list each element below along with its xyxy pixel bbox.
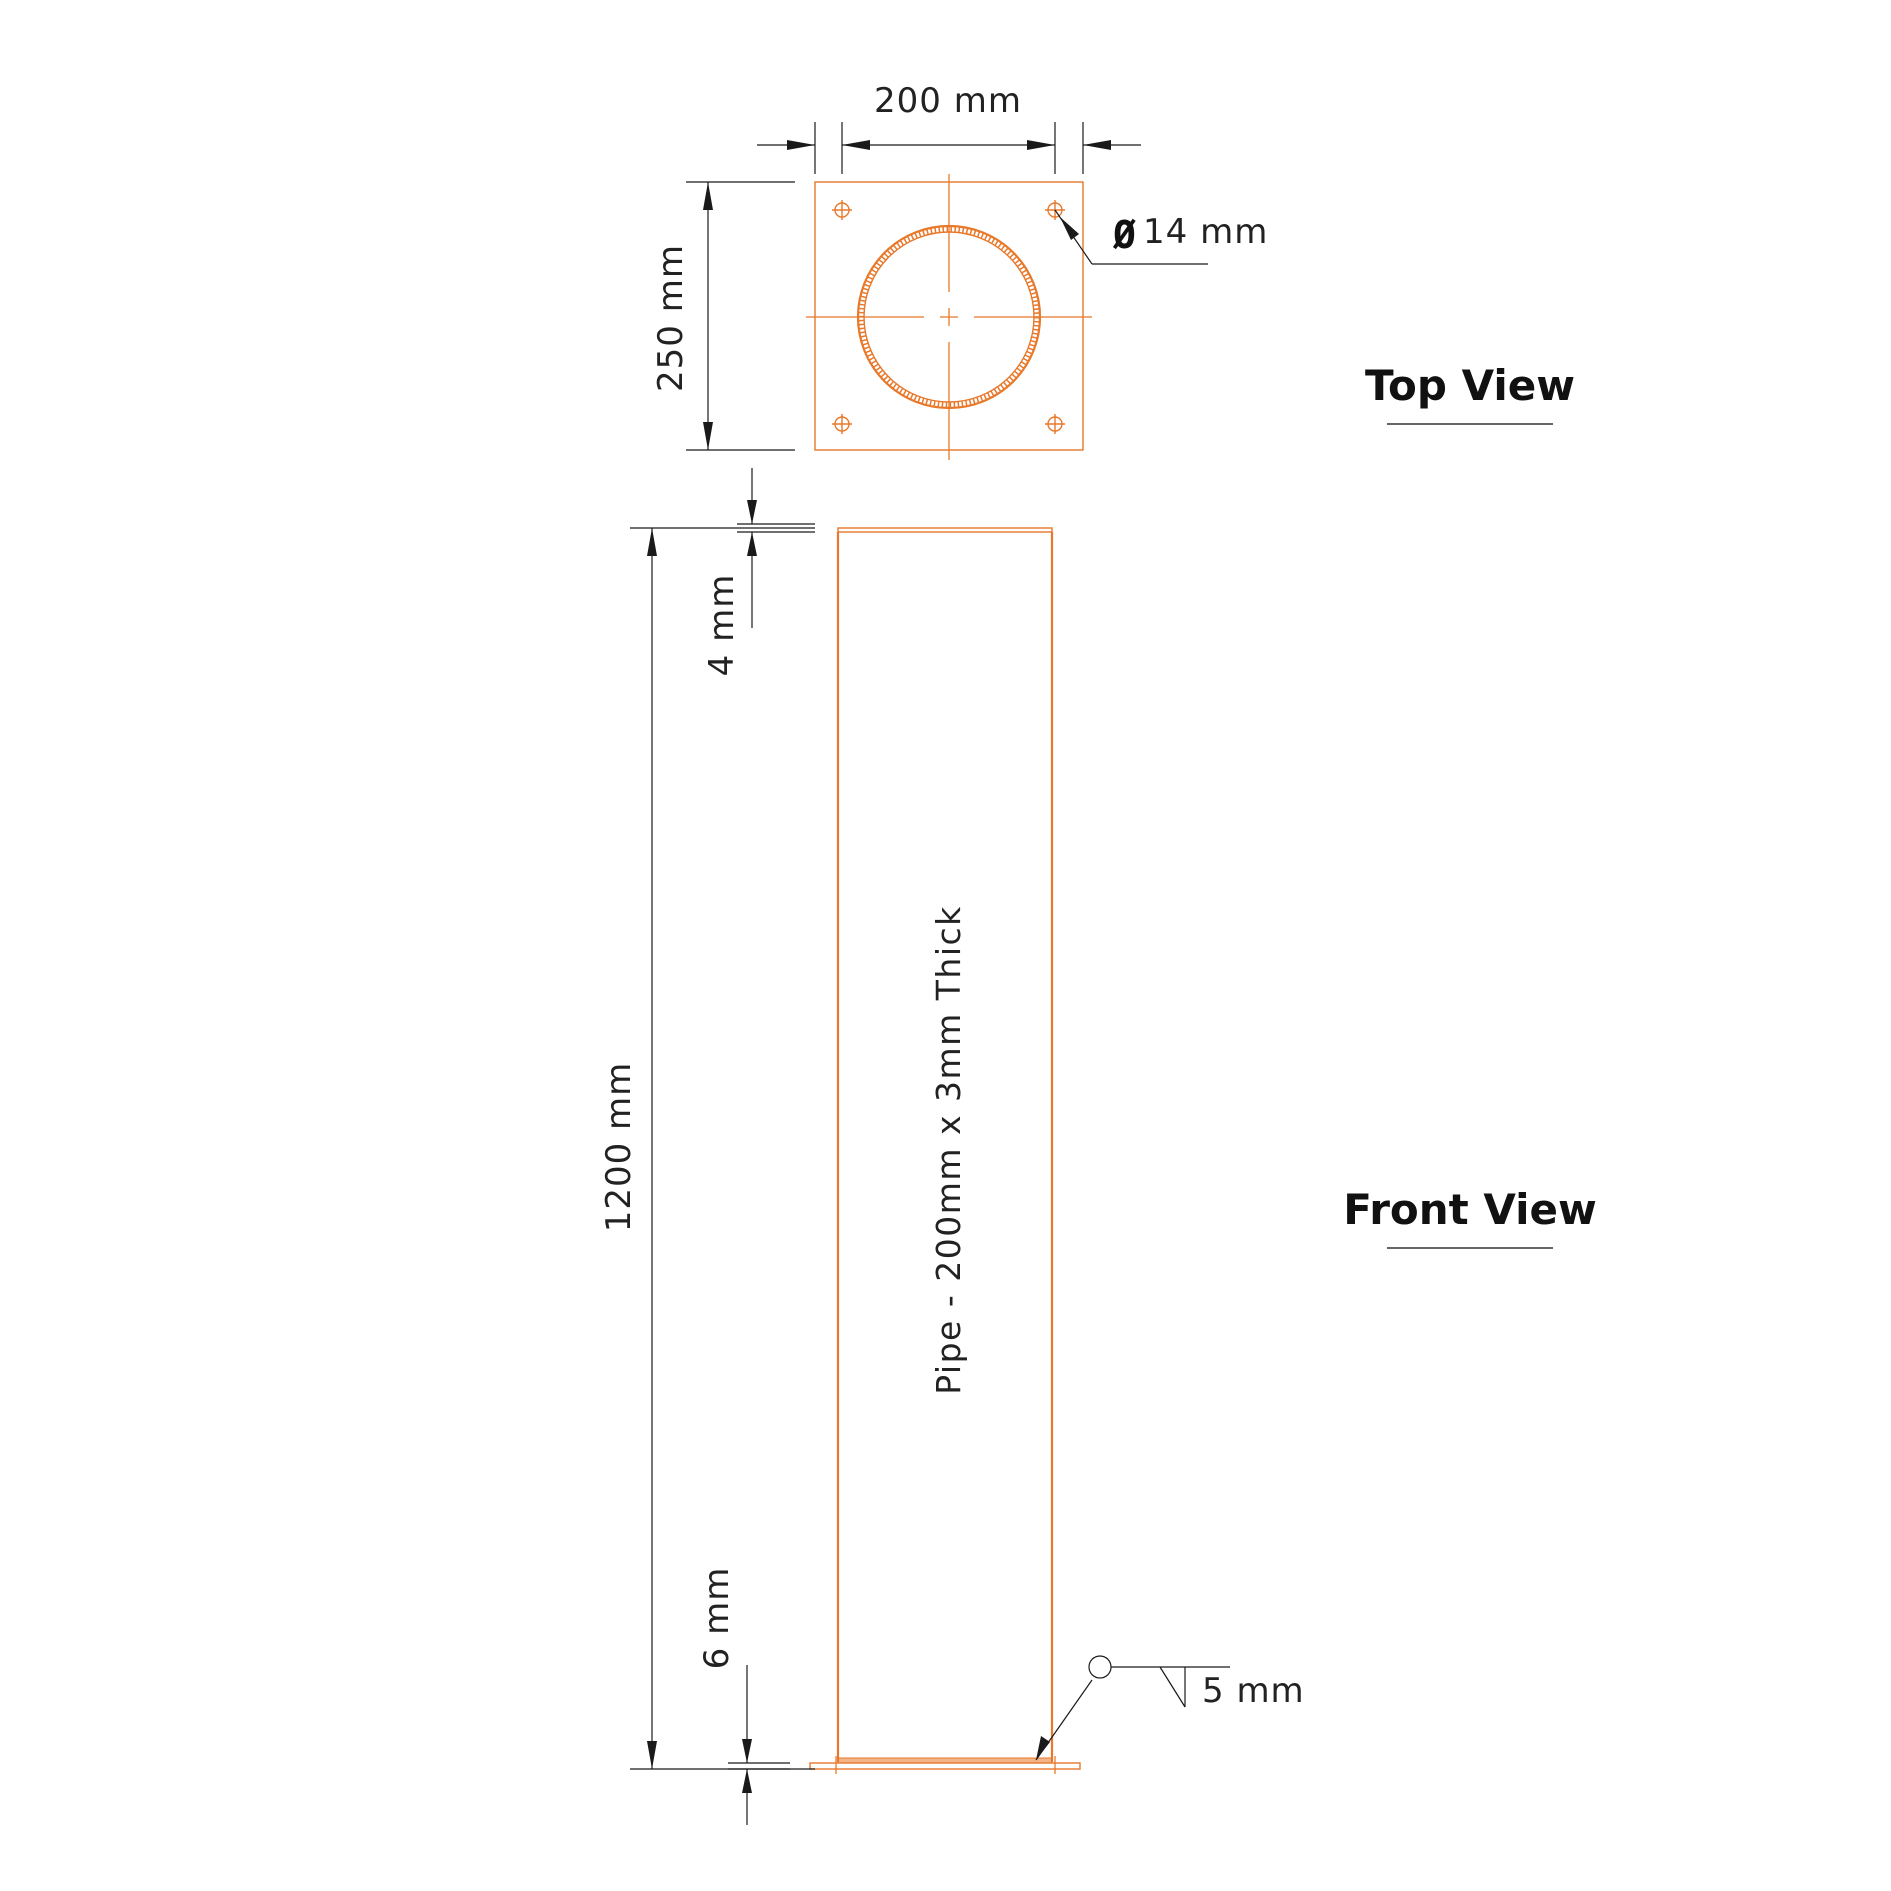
dim-base-plate-thickness: 6 mm xyxy=(697,1567,790,1825)
weld-size-label: 5 mm xyxy=(1202,1671,1305,1711)
top-view: 200 mm 250 mm Ø 14 mm Top View xyxy=(651,81,1575,460)
dim-plate-width: 200 mm xyxy=(757,81,1141,174)
weld-symbol: 5 mm xyxy=(1035,1655,1305,1761)
diameter-symbol-icon: Ø xyxy=(1112,213,1136,257)
dim-plate-height-label: 250 mm xyxy=(651,244,691,392)
pipe-spec-note: Pipe - 200mm x 3mm Thick xyxy=(929,905,968,1395)
dim-hole-diameter: Ø 14 mm xyxy=(1054,209,1268,265)
dim-pipe-length: 1200 mm xyxy=(599,527,815,1770)
front-weld xyxy=(837,1757,1053,1764)
bolt-hole-bottom-left xyxy=(832,414,852,434)
dim-top-plate-thickness: 4 mm xyxy=(702,468,815,676)
dim-top-plate-thickness-label: 4 mm xyxy=(702,574,742,677)
bolt-hole-bottom-right xyxy=(1045,414,1065,434)
dim-pipe-length-label: 1200 mm xyxy=(599,1062,639,1233)
front-view: Pipe - 200mm x 3mm Thick 1200 mm 4 mm xyxy=(599,468,1597,1825)
dim-plate-height: 250 mm xyxy=(651,181,795,451)
dim-hole-diameter-label: 14 mm xyxy=(1143,212,1268,252)
front-base-plate xyxy=(809,1762,1081,1770)
front-view-title: Front View xyxy=(1343,1185,1597,1234)
dim-base-plate-thickness-label: 6 mm xyxy=(697,1567,737,1670)
dim-plate-width-label: 200 mm xyxy=(874,81,1022,121)
top-view-title: Top View xyxy=(1365,361,1575,410)
bolt-hole-top-left xyxy=(832,200,852,220)
weld-all-around-icon xyxy=(1088,1655,1112,1679)
front-top-plate xyxy=(837,527,1053,533)
